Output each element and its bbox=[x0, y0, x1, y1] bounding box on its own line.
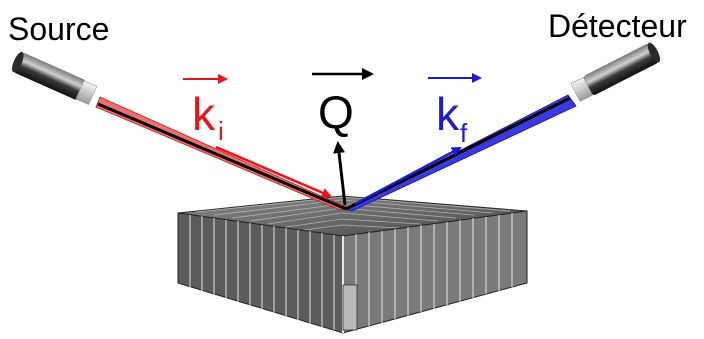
q-vector-arrow bbox=[333, 141, 347, 206]
q-symbol: Q bbox=[318, 86, 354, 138]
crystal-left-slabs bbox=[189, 215, 335, 330]
kf-vector-arrow bbox=[354, 146, 462, 206]
scattered-beam bbox=[344, 94, 577, 212]
kf-label: k f bbox=[428, 73, 482, 148]
ki-symbol: k bbox=[192, 88, 216, 140]
crystal-corner-block bbox=[342, 284, 358, 331]
ki-label: k i bbox=[183, 74, 228, 146]
detector-tube-icon bbox=[570, 42, 661, 102]
q-label: Q bbox=[312, 68, 374, 138]
ki-vector-arrow bbox=[215, 145, 332, 198]
incident-beam-core bbox=[97, 102, 347, 211]
kf-symbol: k bbox=[436, 88, 460, 140]
ki-subscript: i bbox=[218, 116, 224, 146]
source-label: Source bbox=[8, 11, 109, 47]
kf-subscript: f bbox=[460, 118, 468, 148]
crystal-sample bbox=[177, 195, 528, 334]
source-tube-icon bbox=[12, 51, 98, 105]
detector-label: Détecteur bbox=[548, 8, 687, 44]
incident-beam bbox=[95, 96, 347, 211]
crystal-right-slabs bbox=[355, 213, 513, 330]
